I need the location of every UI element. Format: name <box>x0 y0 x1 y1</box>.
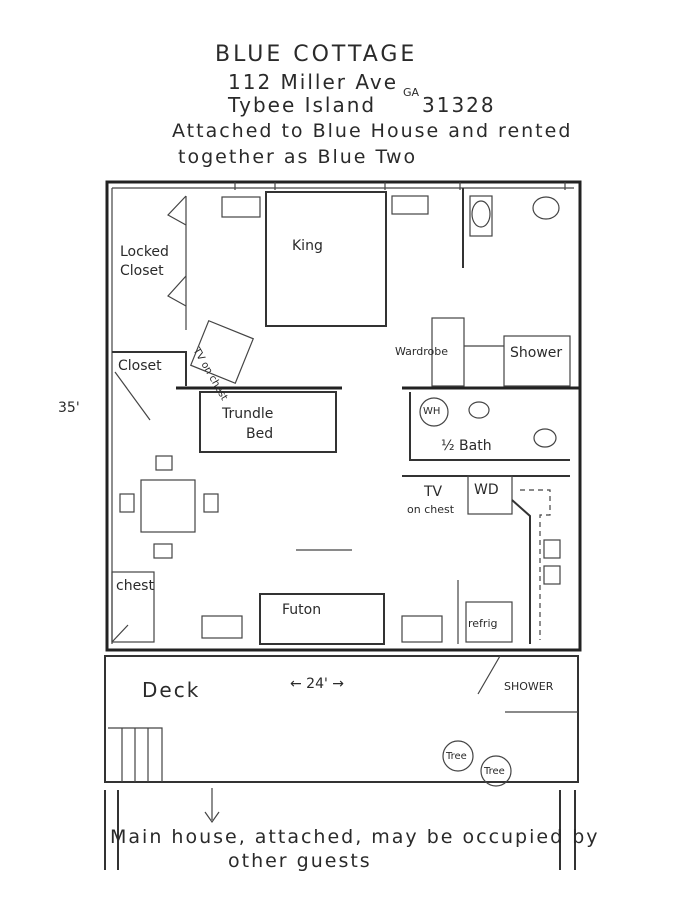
refrigerator <box>465 601 513 643</box>
attached-note-line1: Attached to Blue House and rented <box>172 120 573 142</box>
deck-outline <box>104 655 579 783</box>
deck-label: Deck <box>142 678 201 702</box>
tree-1 <box>442 740 474 772</box>
locked-closet-label-2: Closet <box>120 263 164 279</box>
sink-top <box>532 196 560 220</box>
chest-label: chest <box>116 578 154 594</box>
water-heater-label: WH <box>423 406 441 417</box>
locked-closet-label-1: Locked <box>120 244 169 260</box>
trundle-bed <box>199 391 337 453</box>
wardrobe-label: Wardrobe <box>395 345 448 358</box>
futon <box>259 593 385 645</box>
on-chest-label-2: on chest <box>407 503 455 516</box>
tv-label-2: TV <box>424 484 443 500</box>
toilet <box>471 200 491 228</box>
closet-label: Closet <box>118 358 162 374</box>
chest-left <box>111 571 155 643</box>
tree-2 <box>480 755 512 787</box>
shower-stall <box>503 335 571 387</box>
toilet-half-bath <box>533 428 557 448</box>
height-dimension: 35' <box>58 400 80 416</box>
width-dimension: ← 24' → <box>290 676 345 692</box>
shower-label: Shower <box>510 345 563 361</box>
outer-wall <box>105 180 582 652</box>
state-label: GA <box>403 86 420 99</box>
footer-note-line2: other guests <box>228 850 372 872</box>
city-name: Tybee Island <box>228 93 377 117</box>
page-title: BLUE COTTAGE <box>215 42 418 67</box>
tree-label-1: Tree <box>446 751 467 762</box>
king-bed-label: King <box>292 238 323 254</box>
trundle-label-1: Trundle <box>222 406 274 422</box>
dining-table <box>140 479 196 533</box>
closet-doors <box>167 195 187 307</box>
washer-dryer-label: WD <box>474 482 499 498</box>
tv-chest-box <box>189 319 255 385</box>
footer-note-line1: Main house, attached, may be occupied by <box>110 826 600 848</box>
half-bath-label: ½ Bath <box>441 438 492 454</box>
street-address: 112 Miller Ave <box>228 70 398 94</box>
wardrobe <box>431 317 465 387</box>
refrig-label: refrig <box>468 617 498 630</box>
tree-label-2: Tree <box>484 766 505 777</box>
deck-steps <box>108 727 163 782</box>
futon-label: Futon <box>282 602 322 618</box>
king-bed <box>265 191 387 327</box>
dresser-top <box>221 196 261 218</box>
outdoor-shower-label: SHOWER <box>504 680 554 693</box>
trundle-label-2: Bed <box>246 426 274 442</box>
washer-dryer <box>467 475 513 515</box>
attached-note-line2: together as Blue Two <box>178 146 418 168</box>
zip-code: 31328 <box>422 93 496 117</box>
water-heater <box>419 397 449 427</box>
